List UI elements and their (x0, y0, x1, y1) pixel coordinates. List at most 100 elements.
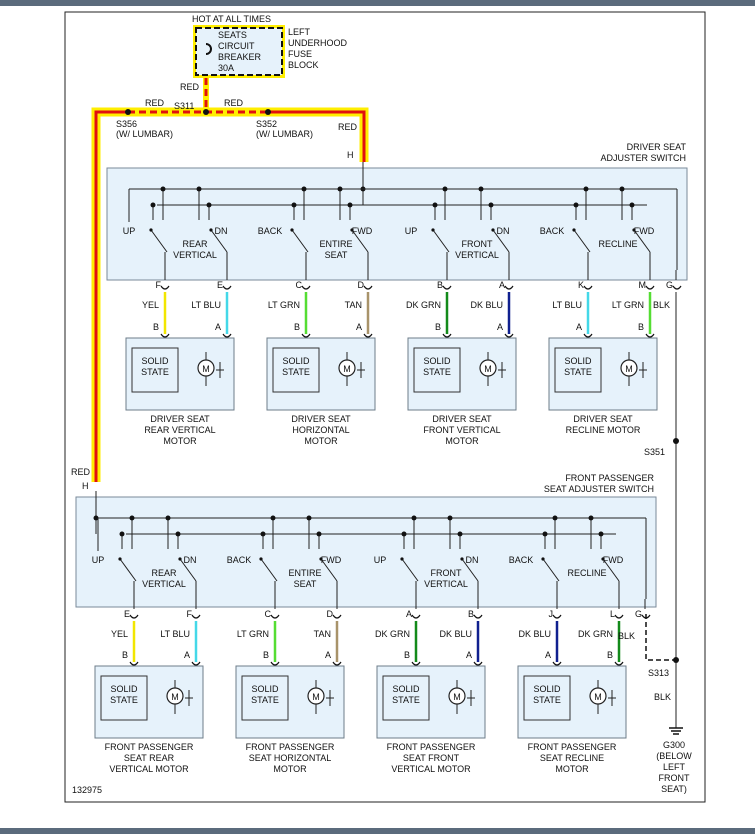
motor-pin-label: B (404, 650, 410, 660)
solid-state-label: SOLID (533, 684, 561, 694)
contact-junction-dot (306, 515, 312, 521)
solid-state-label: STATE (282, 367, 310, 377)
switch-toggle-arm (291, 229, 309, 253)
wire-color-label: LT BLU (191, 300, 221, 310)
solid-state-label: STATE (533, 695, 561, 705)
switch-name-label: ENTIRE (319, 239, 352, 249)
contact-point-dot (178, 557, 182, 561)
contact-junction-dot (488, 202, 494, 208)
switch-left-label: UP (374, 555, 387, 565)
contact-junction-dot (260, 531, 266, 537)
switch-name-label: REAR (151, 568, 177, 578)
solid-state-label: STATE (251, 695, 279, 705)
connector-symbol-icon (270, 614, 280, 619)
contact-junction-dot (457, 531, 463, 537)
motor-caption: MOTOR (555, 764, 589, 774)
wire-pin-label: C (265, 609, 272, 619)
motor-box (266, 337, 376, 411)
wire-pin-label: B (468, 609, 474, 619)
passenger-switch-title-1: FRONT PASSENGER (565, 473, 654, 483)
splice-s311-label: S311 (174, 101, 194, 111)
motor-pin-label: B (122, 650, 128, 660)
fuse-block-label-3: FUSE (288, 49, 312, 59)
wire-pin-label: J (549, 609, 554, 619)
wire-pin-label: F (156, 280, 162, 290)
contact-junction-dot (411, 515, 417, 521)
switch-left-label: UP (92, 555, 105, 565)
driver-pin-h-label: H (347, 150, 354, 160)
motor-symbol-label: M (484, 364, 492, 374)
contact-point-dot (350, 228, 354, 232)
contact-point-dot (149, 228, 153, 232)
switch-name-label: VERTICAL (455, 250, 499, 260)
driver-switch-title-1: DRIVER SEAT (627, 142, 687, 152)
motor-caption: REAR VERTICAL (144, 425, 215, 435)
switch-name-label: SEAT (325, 250, 348, 260)
connector-symbol-icon (160, 333, 170, 338)
solid-state-label: SOLID (141, 356, 169, 366)
motor-caption: HORIZONTAL (292, 425, 349, 435)
motor-pin-label: A (497, 322, 503, 332)
diagram-border (64, 11, 706, 803)
solid-state-label: SOLID (423, 356, 451, 366)
motor-symbol-label: M (453, 692, 461, 702)
connector-symbol-icon (129, 661, 139, 666)
wire-color-label: TAN (345, 300, 362, 310)
switch-toggle-arm (573, 229, 591, 253)
splice-s313-label: S313 (648, 668, 669, 678)
motor-pin-label: B (607, 650, 613, 660)
switch-toggle-arm (542, 558, 560, 582)
motor-pin-label: A (215, 322, 221, 332)
connector-symbol-icon (411, 614, 421, 619)
motor-caption: MOTOR (304, 436, 338, 446)
breaker-label-3: BREAKER (218, 52, 262, 62)
contact-junction-dot (432, 202, 438, 208)
passenger-red-wire-label: RED (71, 467, 91, 477)
wire-color-label: DK BLU (518, 629, 551, 639)
switch-right-label: DN (184, 555, 197, 565)
contact-junction-dot (175, 531, 181, 537)
ground-blk-label: BLK (654, 692, 671, 702)
contact-junction-dot (160, 186, 166, 192)
connector-symbol-icon (552, 614, 562, 619)
switch-toggle-arm (119, 558, 137, 582)
wire-color-label: LT GRN (612, 300, 644, 310)
contact-point-dot (319, 557, 323, 561)
switch-right-label: FWD (321, 555, 342, 565)
wire-color-label: TAN (314, 629, 331, 639)
wire-pin-label: E (124, 609, 130, 619)
wire-color-label: DK BLU (470, 300, 503, 310)
motor-caption: DRIVER SEAT (291, 414, 351, 424)
contact-junction-dot (316, 531, 322, 537)
connector-symbol-icon (129, 614, 139, 619)
solid-state-label: STATE (141, 367, 169, 377)
switch-right-label: FWD (352, 226, 373, 236)
solid-state-label: STATE (110, 695, 138, 705)
motor-caption: FRONT VERTICAL (423, 425, 500, 435)
contact-junction-dot (129, 515, 135, 521)
contact-junction-dot (573, 202, 579, 208)
wire-color-label: LT GRN (237, 629, 269, 639)
wire-color-label: YEL (142, 300, 159, 310)
connector-symbol-icon (504, 333, 514, 338)
solid-state-box (100, 675, 148, 721)
g300-label-5: SEAT) (661, 784, 687, 794)
connector-symbol-icon (645, 333, 655, 338)
motor-caption: SEAT FRONT (403, 753, 460, 763)
ground-wire-label: BLK (653, 300, 670, 310)
wire-pin-label: M (639, 280, 647, 290)
wire-color-label: DK GRN (406, 300, 441, 310)
solid-state-label: SOLID (392, 684, 420, 694)
contact-junction-dot (301, 186, 307, 192)
solid-state-box (554, 347, 602, 393)
connector-symbol-icon (332, 661, 342, 666)
switch-name-label: FRONT (431, 568, 462, 578)
breaker-label-2: CIRCUIT (218, 41, 255, 51)
motor-pin-label: A (545, 650, 551, 660)
motor-symbol-label: M (625, 364, 633, 374)
wire-color-label: YEL (111, 629, 128, 639)
